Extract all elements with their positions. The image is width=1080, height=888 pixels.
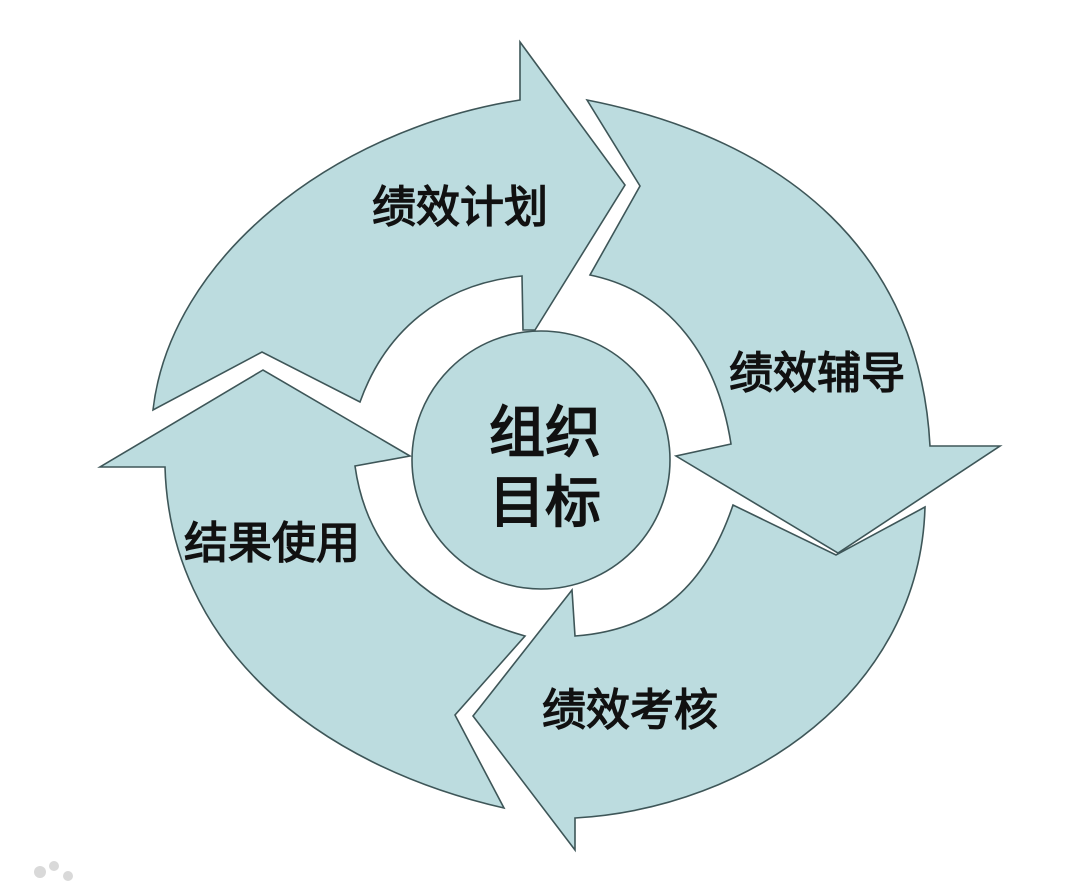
arrow-segment-use <box>97 369 527 810</box>
arrow-segment-plan <box>152 39 626 412</box>
arrow-segment-assess <box>471 503 926 853</box>
arrow-segment-coach <box>585 98 1003 554</box>
center-label-line2: 目标 <box>489 471 601 536</box>
watermark-mark <box>34 861 73 881</box>
step-label-plan: 绩效计划 <box>372 182 548 233</box>
center-goal-circle <box>411 330 671 590</box>
step-label-use: 结果使用 <box>184 518 360 569</box>
step-label-assess: 绩效考核 <box>542 685 718 736</box>
center-label-line1: 组织 <box>489 401 601 466</box>
step-label-coach: 绩效辅导 <box>729 348 905 399</box>
